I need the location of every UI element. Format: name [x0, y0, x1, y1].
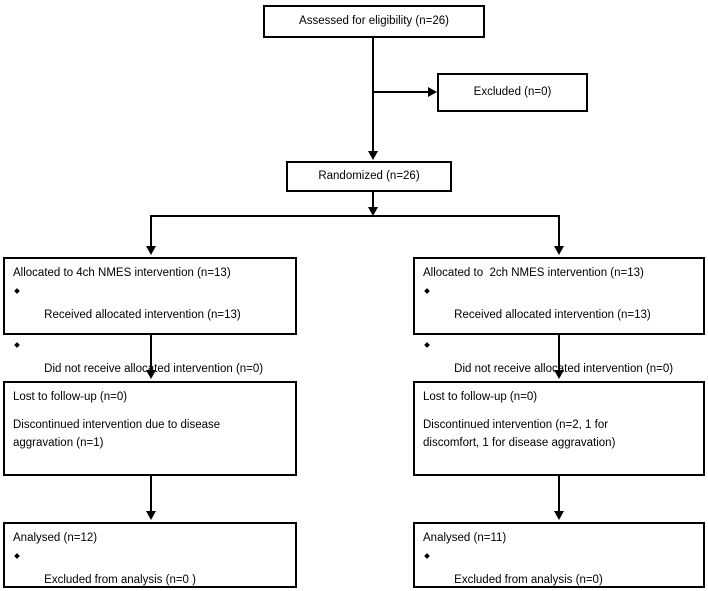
node-followup-2ch: Lost to follow-up (n=0) Discontinued int…: [413, 381, 705, 476]
allocation-2ch-bullet-not-received: Did not receive allocated intervention (…: [423, 339, 703, 387]
analysed-4ch-bullet-excluded: Excluded from analysis (n=0 ): [13, 550, 295, 591]
allocation-2ch-bullet-received-label: Received allocated intervention (n=13): [454, 309, 651, 322]
node-analysed-4ch: Analysed (n=12) Excluded from analysis (…: [3, 522, 297, 588]
allocation-2ch-bullet-not-received-label: Did not receive allocated intervention (…: [454, 363, 674, 376]
arrow-assessed-to-randomized: [368, 151, 378, 160]
arrow-split-left: [146, 246, 156, 255]
node-followup-4ch: Lost to follow-up (n=0) Discontinued int…: [3, 381, 297, 476]
connector-split-right: [558, 215, 560, 247]
diamond-bullet-icon: [14, 553, 20, 559]
arrow-followup2ch-to-analysed: [554, 511, 564, 520]
connector-assessed-to-randomized: [372, 38, 374, 152]
node-allocation-2ch: Allocated to 2ch NMES intervention (n=13…: [413, 257, 705, 375]
arrow-randomized-stem: [368, 207, 378, 216]
diamond-bullet-icon: [14, 342, 20, 349]
connector-alloc2ch-to-followup: [558, 335, 560, 371]
followup-4ch-discontinued-line1: Discontinued intervention due to disease: [13, 419, 221, 432]
allocation-2ch-bullet-received: Received allocated intervention (n=13): [423, 285, 703, 333]
diamond-bullet-icon: [424, 288, 430, 294]
arrow-alloc2ch-to-followup: [554, 370, 564, 379]
arrow-to-excluded: [428, 87, 437, 97]
node-analysed-2ch: Analysed (n=11) Excluded from analysis (…: [413, 522, 705, 588]
connector-followup4ch-to-analysed: [150, 476, 152, 512]
analysed-2ch-bullet-excluded-label: Excluded from analysis (n=0): [454, 574, 603, 587]
connector-followup2ch-to-analysed: [558, 476, 560, 512]
connector-randomized-stem: [372, 192, 374, 208]
followup-2ch-spacer: [423, 409, 703, 419]
node-randomized: Randomized (n=26): [286, 161, 452, 192]
allocation-4ch-title: Allocated to 4ch NMES intervention (n=13…: [13, 267, 231, 279]
followup-2ch-discontinued-line2: discomfort, 1 for disease aggravation): [423, 437, 616, 450]
followup-2ch-lost-label: Lost to follow-up (n=0): [423, 391, 538, 403]
followup-4ch-spacer: [13, 409, 295, 419]
allocation-4ch-bullet-received-label: Received allocated intervention (n=13): [44, 309, 241, 322]
node-excluded-label: Excluded (n=0): [473, 86, 552, 99]
allocation-2ch-title: Allocated to 2ch NMES intervention (n=13…: [423, 267, 644, 279]
followup-4ch-lost-label: Lost to follow-up (n=0): [13, 391, 128, 403]
node-allocation-4ch: Allocated to 4ch NMES intervention (n=13…: [3, 257, 297, 375]
followup-2ch-discontinued-line1: Discontinued intervention (n=2, 1 for: [423, 419, 609, 432]
node-assessed-label: Assessed for eligibility (n=26): [299, 15, 449, 28]
node-excluded: Excluded (n=0): [437, 73, 588, 112]
connector-alloc4ch-to-followup: [150, 335, 152, 371]
analysed-2ch-title: Analysed (n=11): [423, 532, 507, 544]
followup-4ch-discontinued-line2: aggravation (n=1): [13, 437, 104, 450]
diamond-bullet-icon: [424, 553, 430, 559]
allocation-4ch-bullet-not-received-label: Did not receive allocated intervention (…: [44, 363, 264, 376]
allocation-4ch-bullet-not-received: Did not receive allocated intervention (…: [13, 339, 295, 387]
analysed-2ch-bullet-excluded: Excluded from analysis (n=0): [423, 550, 703, 591]
allocation-4ch-bullet-received: Received allocated intervention (n=13): [13, 285, 295, 333]
arrow-alloc4ch-to-followup: [146, 370, 156, 379]
connector-to-excluded: [372, 91, 429, 93]
connector-split-bar: [150, 215, 560, 217]
arrow-split-right: [554, 246, 564, 255]
diamond-bullet-icon: [424, 342, 430, 349]
node-randomized-label: Randomized (n=26): [318, 170, 420, 183]
arrow-followup4ch-to-analysed: [146, 511, 156, 520]
node-assessed-for-eligibility: Assessed for eligibility (n=26): [263, 5, 485, 38]
diamond-bullet-icon: [14, 288, 20, 294]
analysed-4ch-bullet-excluded-label: Excluded from analysis (n=0 ): [44, 574, 196, 587]
connector-split-left: [150, 215, 152, 247]
analysed-4ch-title: Analysed (n=12): [13, 532, 98, 544]
